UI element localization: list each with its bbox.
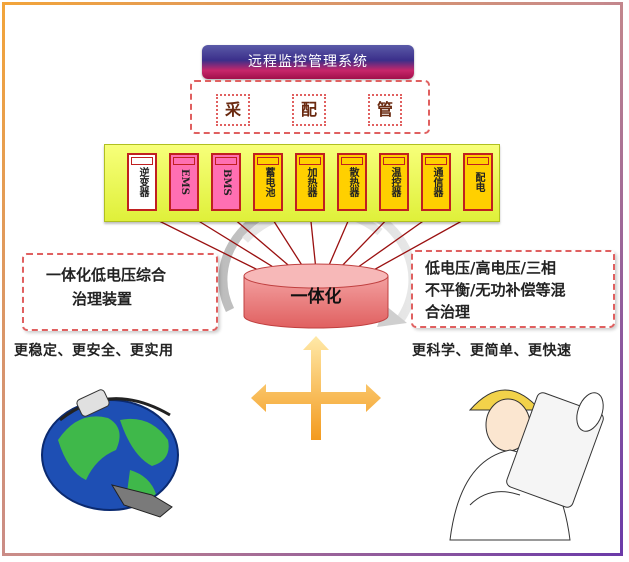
cpb-manage: 管 [368,94,402,126]
globe-icon [41,389,179,518]
module-inverter: 逆变器 [127,153,157,211]
right-tagline: 更科学、更简单、更快速 [412,343,572,359]
remote-monitoring-system-title: 远程监控管理系统 [202,45,414,79]
core-label: 一体化 [290,287,342,307]
cpb-group: 采 配 管 [190,80,430,134]
module-ems: EMS [169,153,199,211]
left-box-line-1: 一体化低电压综合 [46,266,167,284]
module-bar: 逆变器 EMS BMS 蓄电池 加热器 散热器 温控器 通信器 配电 [104,144,500,222]
cpb-distribute: 配 [292,94,326,126]
left-tagline: 更稳定、更安全、更实用 [14,343,174,359]
module-heater: 加热器 [295,153,325,211]
module-bms: BMS [211,153,241,211]
right-box-line-1: 低电压/高电压/三相 [425,259,556,277]
module-thermostat: 温控器 [379,153,409,211]
engineer-icon [449,389,604,541]
right-description-box: 低电压/高电压/三相 不平衡/无功补偿等混 合治理 [411,250,615,328]
module-communicator: 通信器 [421,153,451,211]
cpb-collect: 采 [216,94,250,126]
core-cylinder [243,263,389,329]
left-box-line-2: 治理装置 [72,290,133,308]
right-box-line-2: 不平衡/无功补偿等混 [425,281,566,299]
module-power-distribution: 配电 [463,153,493,211]
module-radiator: 散热器 [337,153,367,211]
left-description-box: 一体化低电压综合 治理装置 [22,253,218,331]
four-way-arrow [251,336,381,440]
module-battery: 蓄电池 [253,153,283,211]
right-box-line-3: 合治理 [425,303,471,321]
